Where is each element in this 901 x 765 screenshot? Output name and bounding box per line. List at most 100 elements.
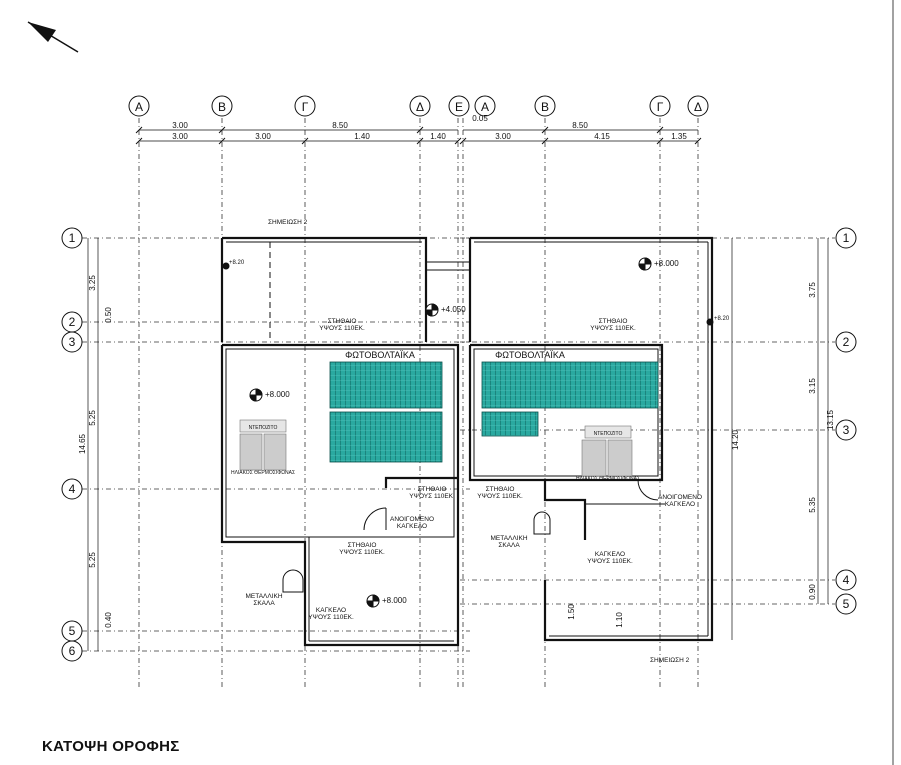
axis-label: 2: [843, 335, 850, 349]
dim-label: 5.25: [88, 410, 97, 426]
north-arrow-icon: [27, 21, 79, 53]
dim-label: 3.00: [172, 132, 188, 141]
dim-label: 3.00: [495, 132, 511, 141]
left-dimension-lines: [87, 238, 99, 651]
left-building-walls: [220, 236, 471, 647]
axis-label: Γ: [302, 100, 309, 114]
railing-label: ΚΑΓΚΕΛΟ: [316, 607, 346, 614]
dim-label: 3.75: [808, 282, 817, 298]
level-markers: [222, 257, 714, 608]
pv-panels-right: [481, 361, 659, 437]
grid-bubble-labels-right: 1 2 3 4 5: [843, 231, 850, 611]
axis-label: Α: [135, 100, 143, 114]
dim-label: 13.15: [826, 409, 835, 430]
parapet-label: ΣΤΗΘΑΙΟ: [328, 318, 357, 325]
railing-label: ΥΨΟΥΣ 110ΕΚ.: [308, 614, 354, 621]
note-label: ΣΗΜΕΙΩΣΗ 2: [268, 219, 308, 226]
parapet-label: ΣΤΗΘΑΙΟ: [348, 542, 377, 549]
axis-label: Ε: [455, 100, 463, 114]
axis-label: Α: [481, 100, 489, 114]
dim-label: 3.15: [808, 378, 817, 394]
tank-label: ΝΤΕΠΟΖΙΤΟ: [249, 425, 278, 431]
water-tank-left: [239, 419, 287, 471]
heater-label: ΗΛΙΑΚΟΣ ΘΕΡΜΟΣΙΦΩΝΑΣ: [576, 476, 640, 482]
axis-label: 2: [69, 315, 76, 329]
axis-label: 3: [843, 423, 850, 437]
dim-label: 3.00: [172, 121, 188, 130]
dim-label: 0.90: [808, 584, 817, 600]
top-dimension-lines: [139, 129, 698, 142]
level-label: +8.000: [654, 259, 679, 268]
pv-panels-left: [329, 361, 443, 463]
axis-label: Β: [218, 100, 226, 114]
left-building-inner: [225, 241, 455, 642]
stair-label: ΣΚΑΛΑ: [498, 542, 520, 549]
grid-bubbles-left: [61, 227, 83, 662]
right-building-walls: [468, 236, 714, 642]
level-marker-icon: [638, 257, 652, 271]
dim-label: 1.40: [354, 132, 370, 141]
parapet-label: ΥΨΟΥΣ 110ΕΚ.: [590, 325, 636, 332]
dim-label: 3.25: [88, 275, 97, 291]
dim-label: 3.00: [255, 132, 271, 141]
stair-label: ΜΕΤΑΛΛΙΚΗ: [245, 593, 282, 600]
door-swings: [282, 479, 659, 593]
railing-label: ΥΨΟΥΣ 110ΕΚ.: [587, 558, 633, 565]
dim-label: 5.25: [88, 552, 97, 568]
grid-bubble-labels-left: 1 2 3 4 5 6: [69, 231, 76, 658]
dim-label: 1.40: [430, 132, 446, 141]
axis-label: Γ: [657, 100, 664, 114]
pv-labels: ΦΩΤΟΒΟΛΤΑΪΚΑ ΦΩΤΟΒΟΛΤΑΪΚΑ: [345, 350, 565, 360]
axis-label: 5: [843, 597, 850, 611]
axis-label: 3: [69, 335, 76, 349]
dim-label: 1.50: [567, 604, 576, 620]
axis-label: Β: [541, 100, 549, 114]
dim-label: 1.10: [615, 612, 624, 628]
axis-label: 4: [69, 482, 76, 496]
level-marker-icon: [249, 388, 263, 402]
tank-labels: ΝΤΕΠΟΖΙΤΟ ΗΛΙΑΚΟΣ ΘΕΡΜΟΣΙΦΩΝΑΣ ΝΤΕΠΟΖΙΤΟ…: [231, 425, 640, 482]
left-dimension-values: 3.25 0.50 5.25 5.25 0.40 14.65: [78, 275, 113, 628]
pv-label: ΦΩΤΟΒΟΛΤΑΪΚΑ: [345, 350, 415, 360]
level-label: +8.20: [229, 260, 245, 266]
dim-label: 14.20: [731, 429, 740, 450]
dim-label: 8.50: [332, 121, 348, 130]
axis-label: 1: [69, 231, 76, 245]
parapet-label: ΥΨΟΥΣ 110ΕΚ.: [319, 325, 365, 332]
gate-label: ΑΝΟΙΓΟΜΕΝΟ: [390, 516, 434, 523]
right-dimension-lines: [731, 238, 829, 640]
dim-label: 1.35: [671, 132, 687, 141]
drawing-title: ΚΑΤΟΨΗ ΟΡΟΦΗΣ: [42, 738, 180, 755]
gate-label: ΚΑΓΚΕΛΟ: [665, 501, 695, 508]
axis-label: 4: [843, 573, 850, 587]
dim-label: 0.40: [104, 612, 113, 628]
dim-label: 5.35: [808, 497, 817, 513]
tank-label: ΝΤΕΠΟΖΙΤΟ: [594, 431, 623, 437]
grid-bubble-labels-top: Α Β Γ Δ Ε Α Β Γ Δ: [135, 100, 702, 114]
parapet-label: ΥΨΟΥΣ 110ΕΚ.: [339, 549, 385, 556]
axis-label: 1: [843, 231, 850, 245]
level-label: +8.000: [382, 596, 407, 605]
parapet-label: ΣΤΗΘΑΙΟ: [599, 318, 628, 325]
gate-label: ΚΑΓΚΕΛΟ: [397, 523, 427, 530]
axis-label: Δ: [416, 100, 424, 114]
parapet-label: ΥΨΟΥΣ 110ΕΚ.: [477, 493, 523, 500]
pv-label: ΦΩΤΟΒΟΛΤΑΪΚΑ: [495, 350, 565, 360]
dim-label: 4.15: [594, 132, 610, 141]
right-dimension-values: 3.75 3.15 5.35 0.90 13.15 14.20 1.50 1.1…: [567, 282, 835, 628]
level-label: +8.000: [265, 390, 290, 399]
right-building-inner: [473, 241, 709, 637]
top-dimension-values: 3.00 8.50 3.00 3.00 1.40 1.40 0.05 8.50 …: [172, 114, 687, 141]
dimension-ticks: [135, 126, 702, 145]
level-marker-icon: [366, 594, 380, 608]
axis-label: 6: [69, 644, 76, 658]
parapet-label: ΣΤΗΘΑΙΟ: [486, 486, 515, 493]
level-marker-icon: [706, 318, 714, 326]
axis-label: Δ: [694, 100, 702, 114]
level-marker-icon: [425, 303, 439, 317]
note-label: ΣΗΜΕΙΩΣΗ 2: [650, 657, 690, 664]
dim-label: 0.05: [472, 114, 488, 123]
heater-label: ΗΛΙΑΚΟΣ ΘΕΡΜΟΣΙΦΩΝΑΣ: [231, 470, 295, 476]
grid-bubbles-top: [128, 95, 709, 117]
